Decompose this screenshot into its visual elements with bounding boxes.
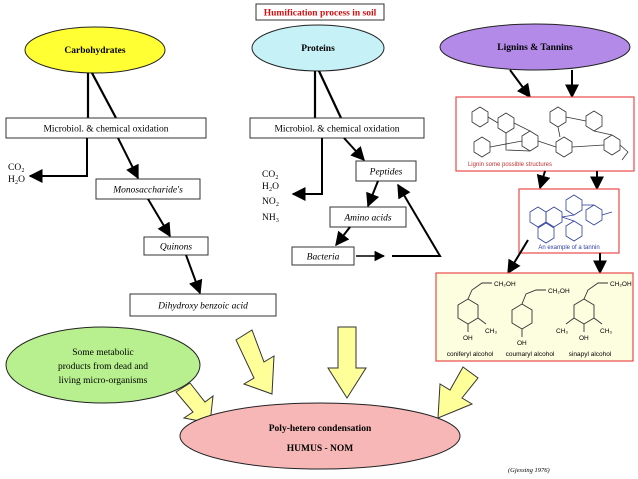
carb-h2o: H₂O <box>8 175 25 185</box>
humus-line-2: HUMUS - NOM <box>287 444 354 454</box>
lignin-structure <box>471 106 629 161</box>
prot-co2: CO₂ <box>262 170 279 180</box>
metabolic-line-2: products from dead and <box>58 361 148 372</box>
alcohol-name-coniferyl: coniferyl alcohol <box>447 351 494 358</box>
prot-no2: NO₂ <box>262 197 279 207</box>
tannin-caption: An example of a tannin <box>538 245 599 251</box>
title-box <box>255 3 385 21</box>
tannin-structure <box>529 194 613 244</box>
alcohol-name-sinapyl: sinapyl alcohol <box>569 351 612 358</box>
sinapyl-ch3-right: CH₃ <box>600 328 612 335</box>
peptides-box <box>355 160 417 182</box>
arrow-metabolic <box>175 382 214 424</box>
arrow-dihydroxy <box>235 329 275 395</box>
metabolic-line-1: Some metabolic <box>72 348 133 358</box>
alcohol-panel <box>435 272 634 362</box>
dihydroxy-box <box>129 293 277 317</box>
carbohydrates-label: Carbohydrates <box>64 46 126 56</box>
lignins-ellipse <box>439 23 631 71</box>
coumaryl-ch2oh: CH₂OH <box>548 288 570 295</box>
humus-ellipse <box>179 402 461 470</box>
monosaccharides-label: Monosaccharide's <box>112 186 183 196</box>
arrow-protein <box>327 326 367 399</box>
metabolic-line-3: living micro-organisms <box>59 376 148 386</box>
coniferyl-ch2oh: CH₂OH <box>494 281 516 288</box>
carb-co2: CO₂ <box>8 163 25 173</box>
coniferyl-oh: OH <box>463 335 473 342</box>
prot-oxidation-label: Microbiol. & chemical oxidation <box>274 125 399 135</box>
coumaryl-alcohol-structure <box>511 289 546 337</box>
title: Humification process in soil <box>264 9 377 19</box>
lignin-caption: Lignin some possible structures <box>468 162 552 168</box>
sinapyl-ch2oh: CH₂OH <box>610 281 632 288</box>
coumaryl-oh: OH <box>517 340 527 347</box>
carb-oxidation-label: Microbiol. & chemical oxidation <box>43 125 168 135</box>
lignin-structure-panel <box>455 96 635 172</box>
prot-h2o: H₂O <box>262 182 279 192</box>
proteins-ellipse <box>251 24 385 72</box>
proteins-label: Proteins <box>301 44 335 54</box>
bacteria-box <box>291 246 355 266</box>
humus-line-1: Poly-hetero condensation <box>269 424 372 434</box>
prot-nh3: NH₃ <box>262 213 279 223</box>
coniferyl-alcohol-structure <box>457 282 492 332</box>
peptides-label: Peptides <box>369 168 403 178</box>
sinapyl-oh: OH <box>579 335 589 342</box>
alcohol-name-coumaryl: coumaryl alcohol <box>506 351 555 358</box>
metabolic-ellipse <box>5 326 201 404</box>
quinons-box <box>143 236 209 256</box>
carbohydrates-ellipse <box>24 26 166 74</box>
dihydroxy-label: Dihydroxy benzoic acid <box>157 302 248 312</box>
carb-oxidation-box <box>5 117 207 139</box>
bacteria-label: Bacteria <box>307 253 340 263</box>
arrow-lignin <box>437 366 479 419</box>
coniferyl-ch3: CH₃ <box>485 328 497 335</box>
prot-oxidation-box <box>249 117 425 139</box>
sinapyl-alcohol-structure <box>565 282 608 332</box>
citation: (Gjessing 1976) <box>508 467 550 474</box>
tannin-structure-panel <box>518 188 620 254</box>
sinapyl-ch3-left: CH₃ <box>556 328 568 335</box>
quinons-label: Quinons <box>160 243 193 253</box>
amino-acids-label: Amino acids <box>343 214 392 224</box>
amino-acids-box <box>329 206 407 228</box>
lignins-label: Lignins & Tannins <box>497 43 573 53</box>
